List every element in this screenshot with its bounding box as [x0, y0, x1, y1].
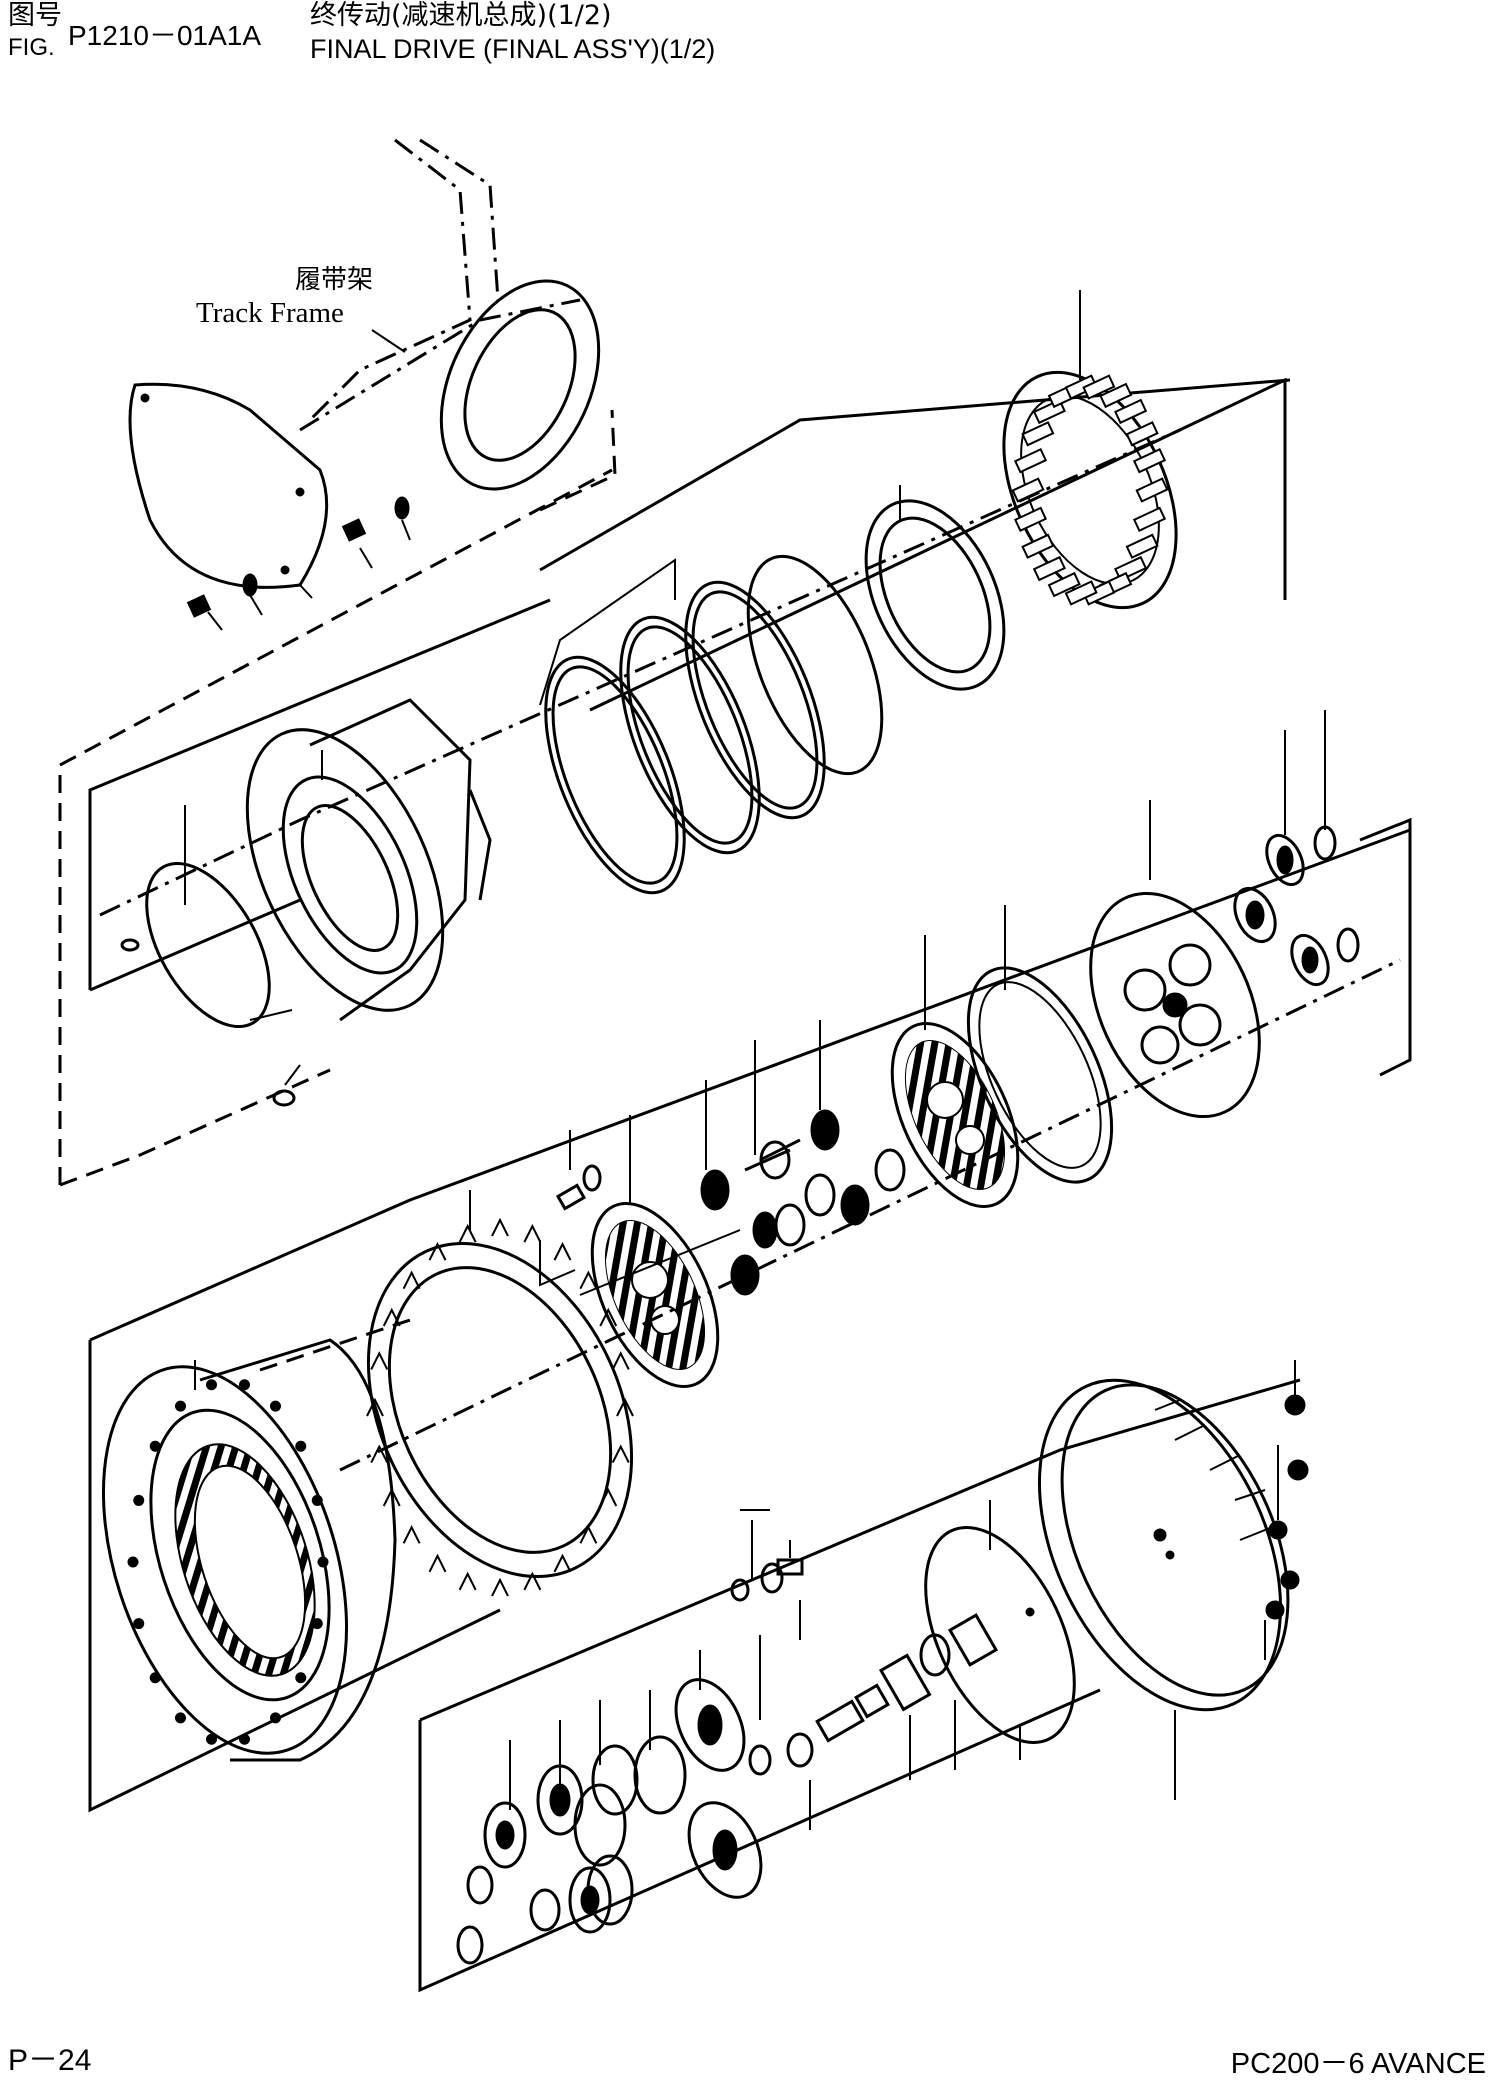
- motor-housing: [120, 698, 492, 1107]
- roller: [1082, 374, 1116, 400]
- hub-bolt-hole: [317, 1556, 329, 1568]
- sprocket-tooth: [523, 1571, 542, 1591]
- title-en: FINAL DRIVE (FINAL ASS'Y)(1/2): [310, 34, 716, 64]
- hub-bolt-hole: [127, 1556, 139, 1568]
- hub-bolt-hole: [175, 1712, 186, 1724]
- sprocket-tooth: [428, 1553, 447, 1573]
- sprocket-tooth: [428, 1241, 447, 1261]
- hub-bolt-hole: [270, 1400, 281, 1412]
- sprocket-tooth: [491, 1577, 509, 1597]
- hub-bolt-hole: [133, 1494, 145, 1506]
- roller: [1021, 421, 1055, 447]
- model-name: PC200－6 AVANCE: [1230, 2048, 1486, 2080]
- lower-gear-train: [456, 1509, 890, 1965]
- fig-label-cn: 图号: [8, 0, 62, 31]
- sprocket-tooth: [553, 1553, 572, 1573]
- hub-bolt-hole: [149, 1672, 161, 1684]
- planet-carrier: [1089, 800, 1261, 1119]
- sprocket: [366, 1190, 634, 1597]
- roller: [1132, 448, 1167, 474]
- roller: [1132, 506, 1167, 532]
- hub-bolt-hole: [270, 1712, 281, 1724]
- cover-gasket: [128, 382, 329, 589]
- fig-label-en: FIG.: [8, 34, 55, 61]
- lower-assembly-outline: [88, 828, 1411, 1993]
- roller: [1013, 448, 1048, 474]
- planet-shafts: [579, 1020, 906, 1296]
- hub-housing: [101, 1338, 397, 1762]
- sprocket-bolt: [539, 1130, 602, 1287]
- sprocket-tooth: [599, 1487, 618, 1507]
- track-frame-leader: [371, 329, 406, 353]
- roller-cage: [1002, 290, 1178, 610]
- roller: [1135, 477, 1169, 503]
- cover-gasket-lower: [924, 1500, 1076, 1760]
- roller: [1064, 580, 1098, 606]
- sprocket-tooth: [491, 1217, 509, 1237]
- sprocket-tooth: [458, 1223, 477, 1243]
- hub-bolt-hole: [238, 1733, 250, 1745]
- roller: [1011, 477, 1045, 503]
- track-frame-group: 履带架 Track Frame: [128, 138, 617, 631]
- hub-bolt-hole: [206, 1379, 218, 1391]
- roller: [1114, 398, 1148, 425]
- sprocket-tooth: [370, 1444, 389, 1464]
- sprocket-tooth: [553, 1241, 572, 1261]
- planet-gears: [590, 935, 1020, 1388]
- roller: [1021, 533, 1055, 559]
- fig-number: P1210－01A1A: [68, 20, 262, 51]
- sprocket-tooth: [402, 1270, 421, 1290]
- title-cn: 终传动(减速机总成)(1/2): [310, 0, 612, 31]
- carrier-bearings: [1233, 710, 1412, 1077]
- floating-seals: [539, 554, 884, 895]
- roller: [1082, 580, 1116, 606]
- sprocket-tooth: [523, 1223, 542, 1243]
- hub-bolt-hole: [311, 1494, 323, 1506]
- sprocket-tooth: [458, 1571, 477, 1591]
- sprocket-tooth: [579, 1525, 598, 1544]
- hub-bolt-hole: [238, 1379, 250, 1391]
- hub-bolt-hole: [206, 1733, 218, 1745]
- hub-bolt-hole: [133, 1618, 145, 1630]
- track-frame-label-cn: 履带架: [295, 265, 373, 295]
- sprocket-tooth: [611, 1444, 630, 1464]
- sprocket-tooth: [366, 1397, 384, 1417]
- sprocket-tooth: [599, 1307, 618, 1327]
- roller: [1032, 555, 1066, 582]
- roller: [1013, 506, 1048, 532]
- sprocket-tooth: [382, 1307, 401, 1327]
- housing-o-ring: [145, 861, 271, 1029]
- spline-shaft: [878, 1613, 999, 1780]
- roller: [1125, 533, 1159, 559]
- roller: [1064, 374, 1098, 400]
- roller: [1047, 571, 1081, 598]
- hub-cover: [1037, 1360, 1309, 1800]
- track-frame-label-en: Track Frame: [196, 297, 344, 329]
- sprocket-tooth: [616, 1397, 634, 1417]
- track-frame-arm: [308, 138, 472, 422]
- hub-bolt-hole: [311, 1618, 323, 1630]
- hub-bolt-hole: [295, 1440, 307, 1452]
- bearing-ring: [864, 485, 1006, 691]
- track-frame-bore: [439, 279, 601, 491]
- hub-bolt-hole: [175, 1400, 186, 1412]
- page-number: P－24: [8, 2044, 92, 2077]
- sprocket-tooth: [402, 1525, 421, 1544]
- sprocket-tooth: [611, 1351, 630, 1370]
- hub-bolt-hole: [295, 1672, 307, 1684]
- roller: [1125, 421, 1159, 447]
- sprocket-tooth: [579, 1270, 598, 1290]
- roller: [1099, 382, 1133, 409]
- cover-bolts: [186, 496, 411, 631]
- hub-bolt-hole: [149, 1440, 161, 1452]
- sprocket-tooth: [370, 1351, 389, 1370]
